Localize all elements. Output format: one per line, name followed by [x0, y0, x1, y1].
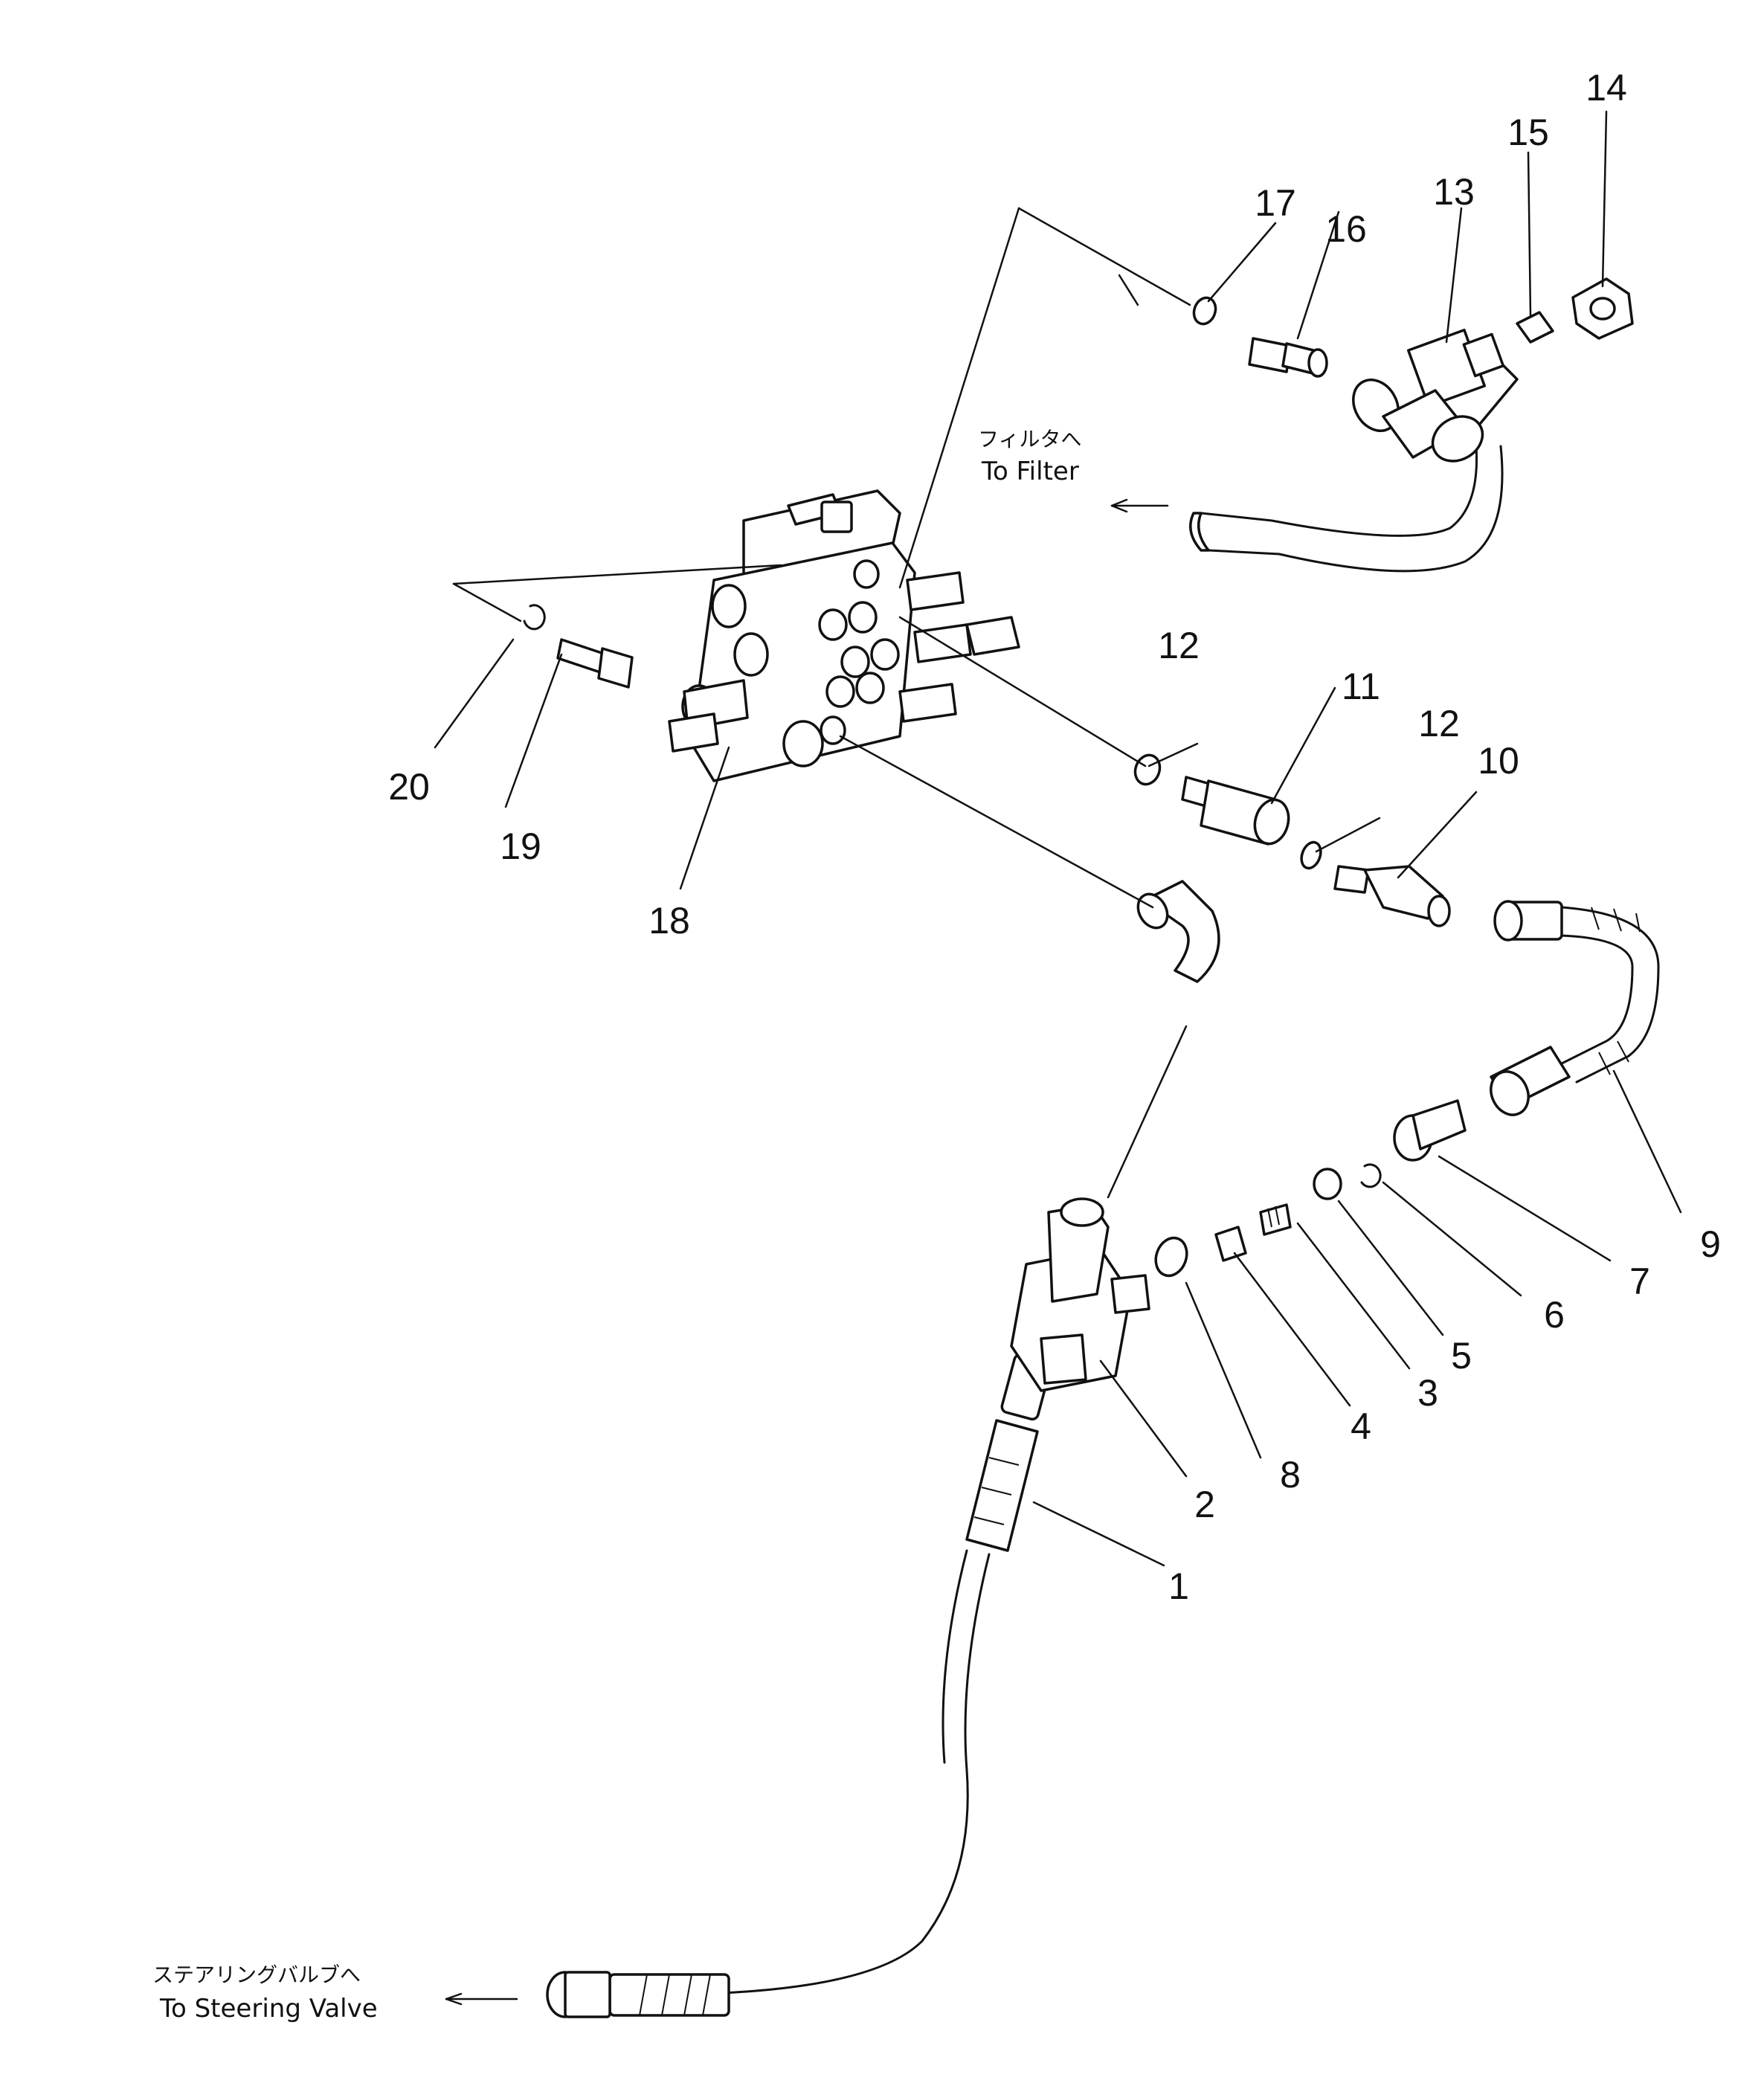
callout-12b: 12: [1418, 703, 1460, 744]
part-14-nut: [1571, 277, 1634, 340]
tee-fitting-2: [1010, 1197, 1150, 1392]
callout-4: 4: [1351, 1406, 1371, 1447]
note-to-filter-jp: フィルタへ: [978, 427, 1081, 451]
part-6-snap-ring: [1360, 1163, 1382, 1188]
callout-8: 8: [1280, 1454, 1301, 1496]
callout-20: 20: [388, 766, 430, 808]
callout-1: 1: [1168, 1565, 1189, 1607]
part-5-seat: [1313, 1168, 1342, 1200]
part-3-spring: [1259, 1203, 1292, 1236]
elbow-fitting: [1136, 880, 1220, 983]
callout-10: 10: [1478, 740, 1519, 782]
part-16-nipple: [1248, 337, 1328, 378]
callout-7: 7: [1629, 1261, 1650, 1302]
control-valve-18: [668, 489, 1020, 782]
part-12a-oring: [1133, 753, 1162, 786]
leader-lines: [434, 110, 1682, 2006]
note-to-steering-en: To Steering Valve: [159, 1994, 378, 2024]
note-to-filter-en: To Filter: [981, 457, 1079, 486]
callout-13: 13: [1433, 171, 1475, 213]
part-15-plug: [1516, 311, 1554, 344]
callout-5: 5: [1451, 1335, 1472, 1377]
part-8-oring: [1154, 1236, 1188, 1278]
callout-2: 2: [1194, 1484, 1215, 1525]
callout-3: 3: [1417, 1372, 1438, 1414]
part-10-elbow: [1333, 865, 1451, 927]
callout-16: 16: [1325, 208, 1367, 250]
callout-15: 15: [1507, 112, 1549, 153]
part-19-bolt: [556, 638, 634, 689]
hose-1: [546, 1353, 1052, 2018]
part-7-adapter: [1393, 1099, 1467, 1162]
hose-9: [1490, 900, 1660, 1116]
part-20-snap-ring: [523, 604, 546, 631]
callout-12a: 12: [1158, 625, 1200, 666]
callout-6: 6: [1544, 1294, 1565, 1336]
callout-19: 19: [500, 825, 541, 867]
filter-tube: [1189, 328, 1519, 573]
callout-11: 11: [1342, 666, 1380, 707]
callout-9: 9: [1700, 1223, 1721, 1265]
part-12b-oring: [1300, 840, 1322, 870]
callout-17: 17: [1255, 182, 1296, 224]
part-17-oring: [1192, 296, 1217, 326]
part-4-poppet: [1214, 1226, 1247, 1262]
note-to-steering-jp: ステアリングバルブへ: [152, 1963, 361, 1987]
callout-18: 18: [648, 900, 690, 942]
callout-14: 14: [1586, 67, 1627, 109]
part-11-adapter: [1181, 776, 1290, 846]
